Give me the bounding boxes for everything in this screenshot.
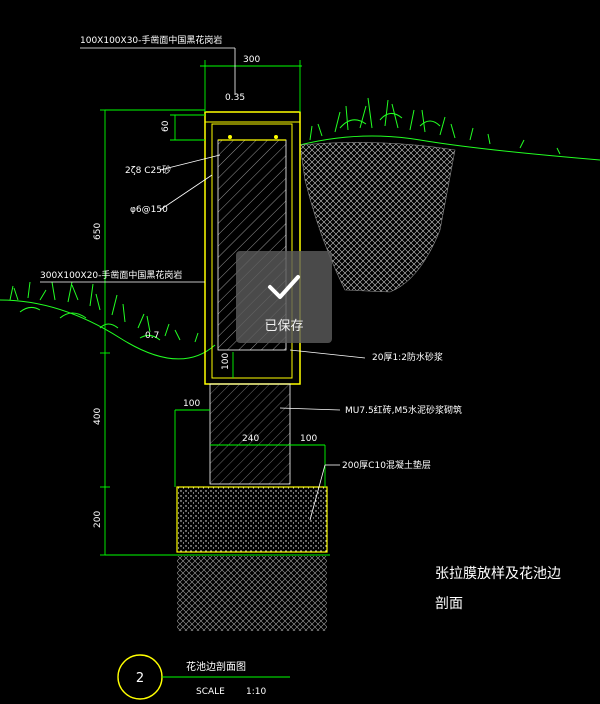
- brick-label: MU7.5红砖,M5水泥砂浆砌筑: [345, 404, 462, 416]
- wall-section: [204, 111, 301, 385]
- dimension-60: 60: [161, 120, 171, 132]
- note-title-line2: 剖面: [435, 596, 463, 612]
- dimension-100-left: 100: [183, 399, 200, 409]
- detail-callout: 2 花池边剖面图 SCALE 1:10: [117, 654, 290, 700]
- scale-value: 1:10: [246, 687, 266, 697]
- saved-toast: 已保存: [236, 251, 332, 343]
- brick-wall: [209, 383, 291, 485]
- scale-label: SCALE: [196, 687, 225, 697]
- mortar-label: 20厚1:2防水砂浆: [372, 351, 443, 363]
- top-coping-label: 100X100X30‐手凿面中国黑花岗岩: [80, 34, 222, 46]
- soil-mass: [299, 142, 456, 293]
- note-title-line1: 张拉膜放样及花池边: [435, 566, 561, 582]
- rebar-label: 2ζ8 C25砂: [125, 164, 171, 176]
- dimension-100-right: 100: [300, 434, 317, 444]
- elevation-label: 0.35: [225, 93, 245, 103]
- dimension-100-small: 100: [221, 353, 231, 370]
- dimension-200: 200: [93, 511, 103, 528]
- leader-lines: [40, 47, 366, 521]
- dimension-240: 240: [242, 434, 259, 444]
- dimension-650: 650: [93, 223, 103, 240]
- detail-number: 2: [136, 671, 144, 686]
- stirrup-label: φ6@150: [130, 205, 168, 215]
- compacted-soil: [177, 556, 327, 631]
- grass-left: [0, 281, 216, 360]
- grass-right: [299, 97, 600, 161]
- checkmark-icon: [268, 275, 300, 299]
- dimension-400: 400: [93, 408, 103, 425]
- side-facing-label: 300X100X20‐手凿面中国黑花岗岩: [40, 269, 182, 281]
- toast-message: 已保存: [264, 319, 304, 334]
- dimension-lines: [100, 60, 330, 556]
- concrete-footing: [176, 486, 328, 553]
- detail-title: 花池边剖面图: [186, 660, 246, 673]
- elevation-left: 0.7: [145, 331, 159, 341]
- concrete-label: 200厚C10混凝土垫层: [342, 459, 431, 471]
- dimension-300: 300: [243, 55, 260, 65]
